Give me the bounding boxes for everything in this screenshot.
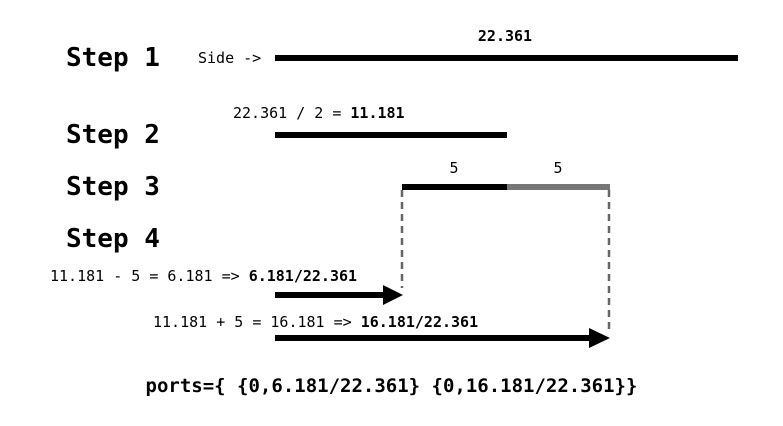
arrow-lower-head (383, 285, 403, 305)
left-segment-label: 5 (449, 159, 459, 177)
plus-result: 16.181/22.361 (360, 313, 479, 331)
ports-result: ports={ {0,6.181/22.361} {0,16.181/22.36… (145, 375, 638, 397)
arrow-upper-head (589, 328, 610, 348)
step-2-label: Step 2 (66, 120, 160, 150)
step-3-label: Step 3 (66, 172, 160, 202)
step-1-label: Step 1 (66, 43, 160, 73)
minus-formula: 11.181 - 5 = 6.181 => 6.181/22.361 (50, 267, 357, 285)
minus-result: 6.181/22.361 (248, 267, 358, 285)
half-result: 11.181 (350, 104, 405, 122)
minus-formula-text: 11.181 - 5 = 6.181 => (50, 267, 249, 285)
plus-formula-text: 11.181 + 5 = 16.181 => (153, 313, 361, 331)
half-formula-text: 22.361 / 2 = (233, 104, 351, 122)
half-formula: 22.361 / 2 = 11.181 (233, 104, 405, 122)
step-4-label: Step 4 (66, 224, 160, 254)
side-length-label: 22.361 (477, 27, 533, 45)
side-label: Side -> (198, 49, 262, 67)
plus-formula: 11.181 + 5 = 16.181 => 16.181/22.361 (153, 313, 478, 331)
right-segment-label: 5 (553, 159, 563, 177)
